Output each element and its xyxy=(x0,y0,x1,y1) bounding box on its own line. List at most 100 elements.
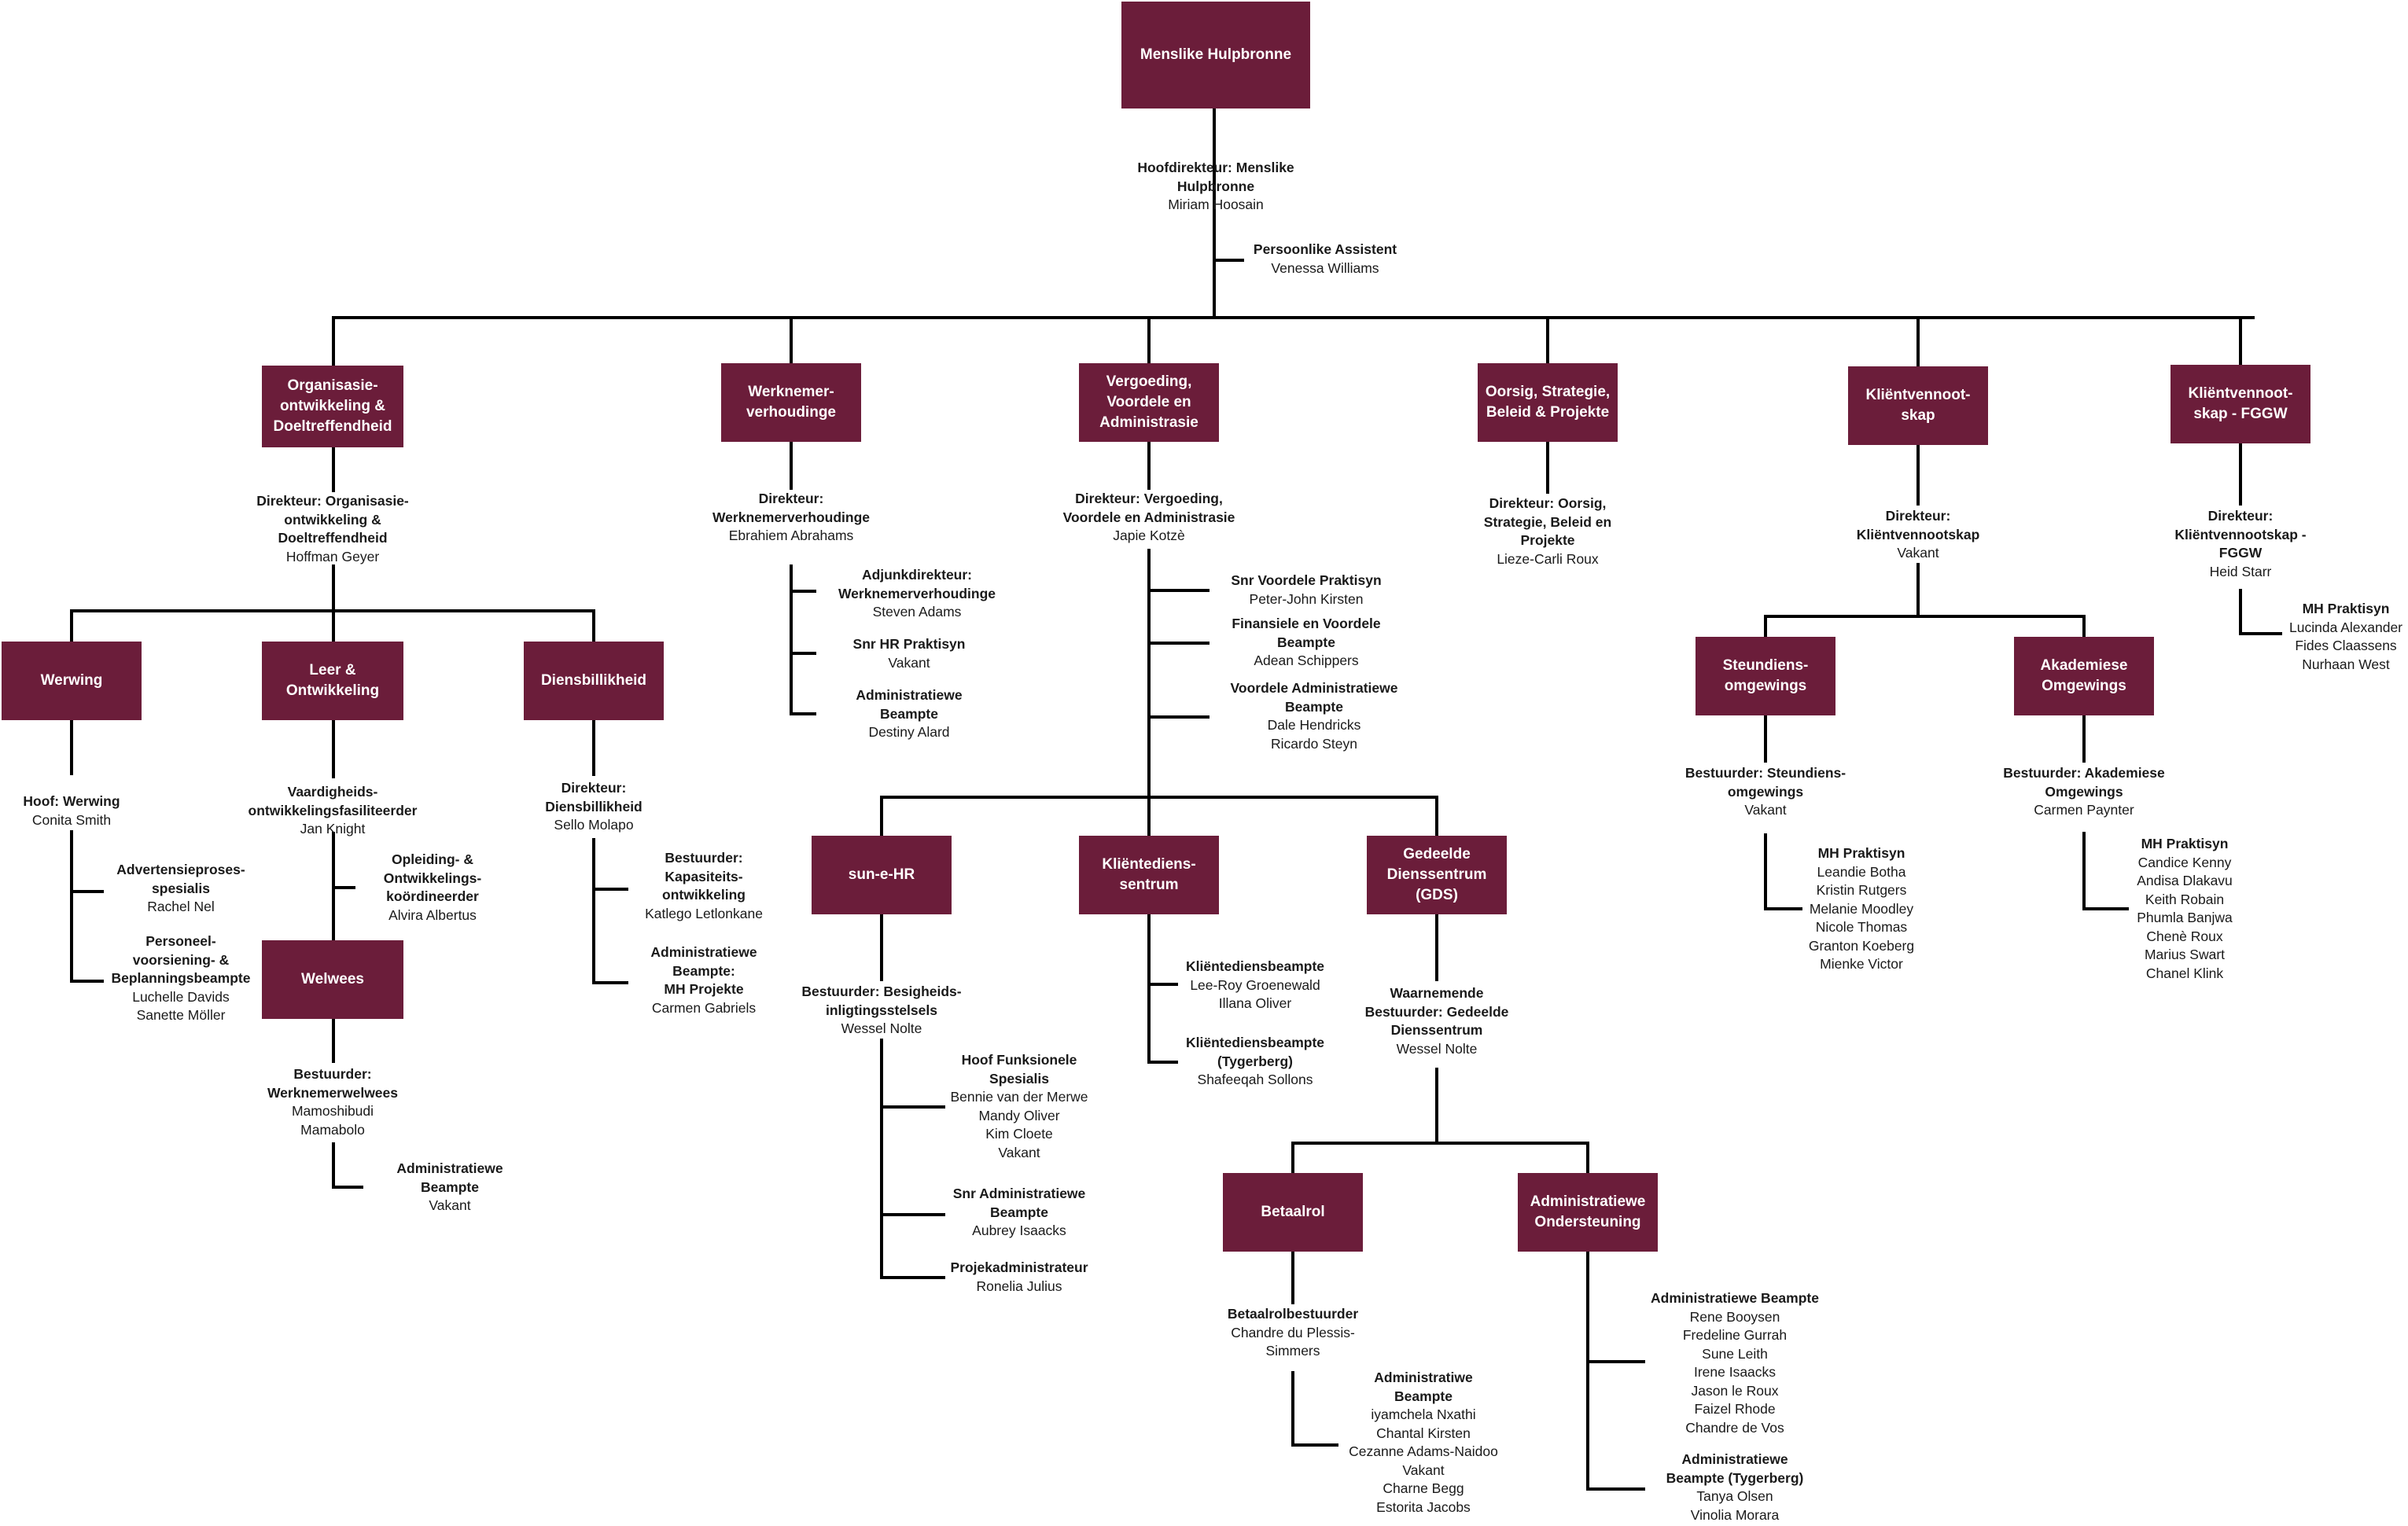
block-bestuurder-akademies: Bestuurder: Akademiese Omgewings Carmen … xyxy=(1986,764,2182,820)
best-suneh-title: Bestuurder: Besigheids- inligtingsstelse… xyxy=(801,984,962,1018)
box-sun-e-hr: sun-e-HR xyxy=(812,836,952,914)
best-gds-names: Wessel Nolte xyxy=(1396,1040,1478,1057)
dir-wv-names: Ebrahiem Abrahams xyxy=(728,528,854,543)
pers-title: Personeel- voorsiening- & Beplanningsbea… xyxy=(111,933,251,986)
suneh-hoof-names: Bennie van der Merwe Mandy Oliver Kim Cl… xyxy=(950,1089,1088,1160)
dir-diens-names: Sello Molapo xyxy=(554,817,634,833)
dir-osbp-names: Lieze-Carli Roux xyxy=(1497,550,1599,567)
adv-title: Advertensieproses- spesialis xyxy=(116,862,245,896)
box-akademiese-omgewings: Akademiese Omgewings xyxy=(2014,637,2154,715)
dir-osbp-title: Direkteur: Oorsig, Strategie, Beleid en … xyxy=(1483,495,1612,548)
kds-2-names: Shafeeqah Sollons xyxy=(1197,1072,1313,1087)
vva-voor-title: Voordele Administratiewe Beampte xyxy=(1230,680,1398,715)
kds-1-names: Lee-Roy Groenewald Illana Oliver xyxy=(1190,976,1320,1012)
block-dir-diensbillikheid: Direkteur: Diensbillikheid Sello Molapo xyxy=(515,779,672,835)
best-gds-title: Waarnemende Bestuurder: Gedeelde Diensse… xyxy=(1364,985,1509,1038)
block-dir-wv: Direkteur: Werknemerverhoudinge Ebrahiem… xyxy=(697,490,886,546)
diens-adm-names: Carmen Gabriels xyxy=(651,999,757,1016)
wv-adm-title: Administratiewe Beampte xyxy=(856,687,963,722)
block-admo-2: Administratiewe Beampte (Tygerberg) Tany… xyxy=(1637,1451,1833,1524)
block-dir-kv: Direkteur: Kliëntvennootskap Vakant xyxy=(1832,507,2005,563)
suneh-proj-names: Ronelia Julius xyxy=(976,1278,1062,1294)
opl-title: Opleiding- & Ontwikkelings- koördineerde… xyxy=(383,851,482,904)
block-bestuurder-welwees: Bestuurder: Werknemerwelwees Mamoshibudi… xyxy=(246,1065,419,1139)
wv-snr-title: Snr HR Praktisyn xyxy=(852,636,966,652)
block-hoof-werwing: Hoof: Werwing Conita Smith xyxy=(0,792,143,829)
admo-2-names: Tanya Olsen Vinolia Morara xyxy=(1690,1488,1780,1523)
box-organisasie-ontwikkeling: Organisasie- ontwikkeling & Doeltreffend… xyxy=(262,366,403,447)
dir-kvf-title: Direkteur: Kliëntvennootskap - FGGW xyxy=(2174,508,2307,561)
block-kds-1: Kliëntediensbeampte Lee-Roy Groenewald I… xyxy=(1161,958,1349,1013)
block-diens-adm: Administratiewe Beampte: MH Projekte Car… xyxy=(625,943,782,1017)
dir-wv-title: Direkteur: Werknemerverhoudinge xyxy=(712,491,870,525)
adv-names: Rachel Nel xyxy=(147,899,215,914)
box-administratiewe-ondersteuning: Administratiewe Ondersteuning xyxy=(1518,1173,1658,1252)
wv-adj-title: Adjunkdirekteur: Werknemerverhoudinge xyxy=(838,567,996,601)
box-klientediens-sentrum: Kliëntediens- sentrum xyxy=(1079,836,1219,914)
betaal-adm-names: iyamchela Nxathi Chantal Kirsten Cezanne… xyxy=(1349,1406,1498,1515)
block-suneh-proj: Projekadministrateur Ronelia Julius xyxy=(933,1259,1106,1296)
dir-diens-title: Direkteur: Diensbillikheid xyxy=(545,780,643,814)
steun-mh-names: Leandie Botha Kristin Rutgers Melanie Mo… xyxy=(1808,863,1915,973)
block-kds-2: Kliëntediensbeampte (Tygerberg) Shafeeqa… xyxy=(1161,1034,1349,1090)
hoof-werwing-names: Conita Smith xyxy=(31,811,112,828)
dir-ood-title: Direkteur: Organisasie- ontwikkeling & D… xyxy=(256,493,409,546)
block-betaal-adm: Administratiwe Beampte iyamchela Nxathi … xyxy=(1329,1369,1518,1517)
block-hoofdirekteur: Hoofdirekteur: Menslike Hulpbronne Miria… xyxy=(1137,159,1294,215)
block-wv-adm: Administratiewe Beampte Destiny Alard xyxy=(830,686,988,742)
block-wv-snr: Snr HR Praktisyn Vakant xyxy=(830,635,988,672)
vva-fin-title: Finansiele en Voordele Beampte xyxy=(1232,616,1381,650)
kvf-mh-title: MH Praktisyn xyxy=(2302,601,2390,616)
box-welwees: Welwees xyxy=(262,940,403,1019)
block-suneh-snr: Snr Administratiewe Beampte Aubrey Isaac… xyxy=(933,1185,1106,1241)
wv-adm-names: Destiny Alard xyxy=(868,724,950,740)
box-werwing: Werwing xyxy=(2,642,142,720)
diens-kap-title: Bestuurder: Kapasiteits- ontwikkeling xyxy=(662,850,746,903)
dir-kv-title: Direkteur: Kliëntvennootskap xyxy=(1856,508,1980,542)
block-diens-kapasiteit: Bestuurder: Kapasiteits- ontwikkeling Ka… xyxy=(625,849,782,923)
vva-voor-names: Dale Hendricks Ricardo Steyn xyxy=(1267,717,1361,752)
block-welwees-adm: Administratiewe Beampte Vakant xyxy=(371,1160,528,1215)
best-steun-title: Bestuurder: Steundiens- omgewings xyxy=(1684,765,1847,800)
admo-1-names: Rene Booysen Fredeline Gurrah Sune Leith… xyxy=(1682,1308,1788,1436)
block-bestuurder-sun-e-hr: Bestuurder: Besigheids- inligtingsstelse… xyxy=(787,983,976,1039)
dir-vva-title: Direkteur: Vergoeding, Voordele en Admin… xyxy=(1062,491,1235,525)
block-persoonlike-assistent: Persoonlike Assistent Venessa Williams xyxy=(1246,241,1404,278)
block-bestuurder-gds: Waarnemende Bestuurder: Gedeelde Diensse… xyxy=(1350,984,1523,1058)
block-wv-adjunk: Adjunkdirekteur: Werknemerverhoudinge St… xyxy=(815,566,1019,622)
hoofdirekteur-names: Miriam Hoosain xyxy=(1168,197,1264,212)
wv-adj-names: Steven Adams xyxy=(872,604,962,620)
diens-kap-names: Katlego Letlonkane xyxy=(645,905,763,921)
box-leer-ontwikkeling: Leer & Ontwikkeling xyxy=(262,642,403,720)
welwees-adm-title: Administratiewe Beampte xyxy=(396,1160,503,1195)
diens-adm-title: Administratiewe Beampte: MH Projekte xyxy=(650,944,757,997)
box-betaalrol: Betaalrol xyxy=(1223,1173,1363,1252)
suneh-snr-title: Snr Administratiewe Beampte xyxy=(952,1186,1086,1220)
block-dir-vva: Direkteur: Vergoeding, Voordele en Admin… xyxy=(1043,490,1255,546)
hoof-werwing-title: Hoof: Werwing xyxy=(23,793,120,809)
vva-fin-names: Adean Schippers xyxy=(1254,653,1359,668)
block-vva-voordele: Voordele Administratiewe Beampte Dale He… xyxy=(1204,679,1424,753)
box-klientvennootskap: Kliëntvennoot- skap xyxy=(1848,366,1988,445)
block-vva-fin: Finansiele en Voordele Beampte Adean Sch… xyxy=(1208,615,1405,671)
block-vva-snr: Snr Voordele Praktisyn Peter-John Kirste… xyxy=(1208,572,1405,609)
block-bestuurder-steundiens: Bestuurder: Steundiens- omgewings Vakant xyxy=(1667,764,1864,820)
admo-2-title: Administratiewe Beampte (Tygerberg) xyxy=(1666,1451,1804,1486)
suneh-hoof-title: Hoof Funksionele Spesialis xyxy=(961,1052,1077,1087)
block-dir-kvf: Direkteur: Kliëntvennootskap - FGGW Heid… xyxy=(2154,507,2327,581)
block-personeel: Personeel- voorsiening- & Beplanningsbea… xyxy=(94,932,267,1025)
box-diensbillikheid: Diensbillikheid xyxy=(524,642,664,720)
vaard-title: Vaardigheids- ontwikkelingsfasiliteerder xyxy=(248,784,418,818)
dir-ood-names: Hoffman Geyer xyxy=(285,548,380,564)
block-dir-osbp: Direkteur: Oorsig, Strategie, Beleid en … xyxy=(1461,495,1634,568)
best-akad-title: Bestuurder: Akademiese Omgewings xyxy=(2003,765,2165,800)
kvf-mh-names: Lucinda Alexander Fides Claassens Nurhaa… xyxy=(2289,619,2402,672)
suneh-snr-names: Aubrey Isaacks xyxy=(972,1223,1066,1238)
block-steun-mh: MH Praktisyn Leandie Botha Kristin Rutge… xyxy=(1795,844,1928,974)
block-akad-mh: MH Praktisyn Candice Kenny Andisa Dlakav… xyxy=(2118,835,2252,983)
akad-mh-names: Candice Kenny Andisa Dlakavu Keith Robai… xyxy=(2137,854,2233,981)
steun-mh-title: MH Praktisyn xyxy=(1817,845,1905,861)
kds-2-title: Kliëntediensbeampte (Tygerberg) xyxy=(1185,1035,1325,1069)
best-akad-names: Carmen Paynter xyxy=(2034,802,2134,818)
